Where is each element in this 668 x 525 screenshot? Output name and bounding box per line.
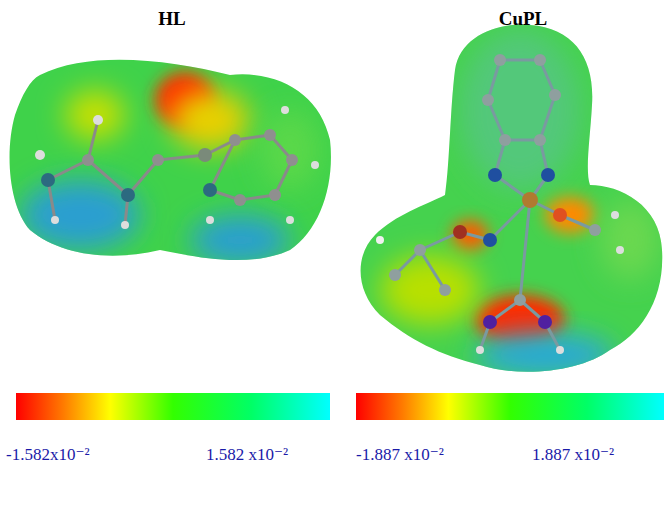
panel-title: CuPL [499,8,548,30]
hl-atoms [35,106,319,229]
scale-min: -1.887 x10⁻² [356,444,444,465]
cupl-atoms [376,54,624,354]
cupl-surface [340,15,668,385]
hl-surface [0,40,340,280]
scale-max: 1.887 x10⁻² [532,444,614,465]
panel-title: HL [158,8,185,30]
color-bar [16,393,330,420]
cupl-bonds [395,60,595,350]
hl-bonds [48,120,292,225]
scale-max: 1.582 x10⁻² [206,444,288,465]
scale-min: -1.582x10⁻² [6,444,89,465]
color-bar [356,393,664,420]
